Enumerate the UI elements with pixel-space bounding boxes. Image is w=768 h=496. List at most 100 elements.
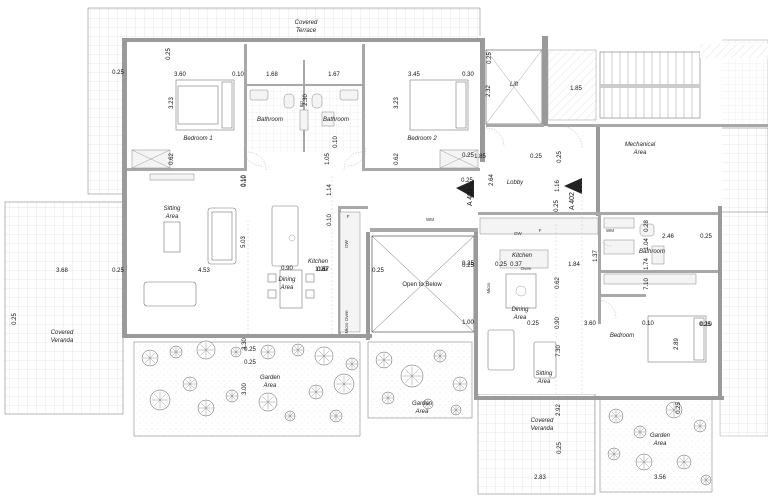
shrub-icon bbox=[141, 349, 159, 367]
dimension-label: 3.45 bbox=[408, 72, 420, 78]
dimension-label: 1.04 bbox=[644, 238, 650, 250]
shrub-icon bbox=[329, 409, 343, 423]
dimension-label: 0.25 bbox=[12, 313, 18, 325]
dimension-label: 0.25 bbox=[557, 442, 563, 454]
svg-text:A 401: A 401 bbox=[467, 188, 474, 206]
dimension-label: 0.10 bbox=[241, 175, 247, 187]
f-right-tag: F bbox=[539, 228, 542, 233]
section-marker-a401: A 401 bbox=[456, 180, 474, 206]
dimension-label: 0.25 bbox=[527, 321, 539, 327]
dimension-label: 0.67 bbox=[317, 267, 329, 273]
dining-area-left-label-2: Area bbox=[280, 285, 294, 291]
sitting-area-right-label: Sitting bbox=[536, 371, 553, 377]
staircase bbox=[599, 51, 701, 119]
dimension-label: 0.25 bbox=[487, 52, 493, 64]
dining-area-right-label-2: Area bbox=[513, 315, 527, 321]
covered-veranda-left-label-2: Veranda bbox=[51, 338, 74, 344]
shrub-icon bbox=[258, 392, 278, 412]
dimension-label: 1.05 bbox=[325, 153, 331, 165]
bedroom2-furniture bbox=[409, 79, 479, 169]
dimension-label: 0.25 bbox=[554, 200, 560, 212]
dw-left-tag: DW bbox=[344, 240, 349, 248]
dimension-label: 0.25 bbox=[699, 322, 711, 328]
dimension-label: 0.25 bbox=[244, 347, 256, 353]
shrub-icon bbox=[400, 364, 424, 388]
right-balcony-floor bbox=[719, 199, 768, 437]
dimension-label: 0.25 bbox=[557, 151, 563, 163]
dimension-label: 0.25 bbox=[676, 402, 682, 414]
covered-veranda-right-label: Covered bbox=[531, 418, 554, 424]
dimension-label: 0.28 bbox=[644, 220, 650, 232]
shrub-icon bbox=[700, 474, 712, 486]
garden-area-right-label: Garden bbox=[650, 433, 671, 439]
dimension-label: 0.25 bbox=[112, 268, 124, 274]
mechanical-area-label-2: Area bbox=[633, 150, 647, 156]
dimension-label: 0.10 bbox=[700, 322, 712, 328]
dimension-label: 0.67 bbox=[317, 267, 329, 273]
dimension-label: 0.10 bbox=[327, 214, 333, 226]
stair-void bbox=[547, 49, 597, 121]
wm-left-tag: WM bbox=[426, 217, 434, 222]
dimension-label: 2.46 bbox=[662, 234, 674, 240]
dimension-label: 3.68 bbox=[56, 268, 68, 274]
dimension-label: 3.56 bbox=[654, 475, 666, 481]
covered-veranda-left-floor bbox=[4, 201, 124, 415]
dimension-label: 1.85 bbox=[570, 86, 582, 92]
dw-right-tag: DW bbox=[514, 231, 522, 236]
dimension-label: 0.10 bbox=[642, 321, 654, 327]
dimension-label: 1.67 bbox=[328, 72, 340, 78]
shrub-icon bbox=[197, 399, 215, 417]
shrub-icon bbox=[433, 349, 447, 363]
bathroom2-label: Bathroom bbox=[323, 117, 349, 123]
wm-right-tag: WM bbox=[606, 228, 614, 233]
bedroom1-furniture bbox=[131, 79, 235, 181]
exterior-walls bbox=[122, 36, 724, 400]
garden-area-right-label-2: Area bbox=[653, 441, 667, 447]
right-unit-furniture bbox=[479, 217, 707, 379]
dimension-label: 3.60 bbox=[584, 321, 596, 327]
shrub-icon bbox=[633, 425, 647, 439]
dimension-label: 0.10 bbox=[242, 175, 248, 187]
sitting-area-right-label-2: Area bbox=[537, 379, 551, 385]
mechanical-area-label: Mechanical bbox=[625, 142, 656, 148]
dimension-label: 1.68 bbox=[266, 72, 278, 78]
kitchen-left-label: Kitchen bbox=[308, 259, 329, 265]
dimension-label: 0.90 bbox=[555, 317, 561, 329]
shrub-icon bbox=[422, 398, 434, 410]
lobby-label: Lobby bbox=[507, 180, 524, 186]
shrub-icon bbox=[608, 408, 624, 424]
dimension-label: 0.37 bbox=[510, 262, 522, 268]
shrub-icon bbox=[375, 351, 393, 369]
covered-terrace-label-2: Terrace bbox=[296, 28, 317, 34]
dimension-label: 1.74 bbox=[644, 258, 650, 270]
dimension-label: 1.14 bbox=[327, 184, 333, 196]
left-living-furniture bbox=[143, 205, 361, 333]
f-left-tag: F bbox=[347, 214, 350, 219]
dimension-label: 3.00 bbox=[242, 383, 248, 395]
covered-veranda-right-floor bbox=[477, 393, 596, 495]
shrub-icon bbox=[196, 340, 216, 360]
dimension-label: 0.10 bbox=[333, 136, 339, 148]
shrub-icon bbox=[308, 384, 324, 400]
svg-text:A 402: A 402 bbox=[569, 192, 576, 210]
dimension-label: 0.25 bbox=[700, 234, 712, 240]
dimension-label: 0.25 bbox=[166, 48, 172, 60]
garden-area-left-label: Garden bbox=[260, 375, 281, 381]
bedroom2-label: Bedroom 2 bbox=[407, 136, 437, 142]
micro-right-tag: Micro bbox=[486, 282, 491, 293]
shrub-icon bbox=[314, 346, 334, 366]
shrub-icon bbox=[635, 453, 653, 471]
dimension-label: 2.64 bbox=[489, 174, 495, 186]
covered-veranda-right-label-2: Veranda bbox=[531, 426, 554, 432]
micro-oven-left-tag: Micro Oven bbox=[344, 310, 349, 334]
shrub-icon bbox=[225, 389, 239, 403]
shrub-icon bbox=[452, 376, 468, 392]
shrub-icon bbox=[676, 454, 692, 470]
shrub-icon bbox=[345, 357, 359, 371]
dimension-label: 1.20 bbox=[315, 267, 327, 273]
bedroom-right-label: Bedroom bbox=[610, 333, 634, 339]
dimension-label: 0.25 bbox=[112, 70, 124, 76]
sitting-area-left-label-2: Area bbox=[165, 214, 179, 220]
